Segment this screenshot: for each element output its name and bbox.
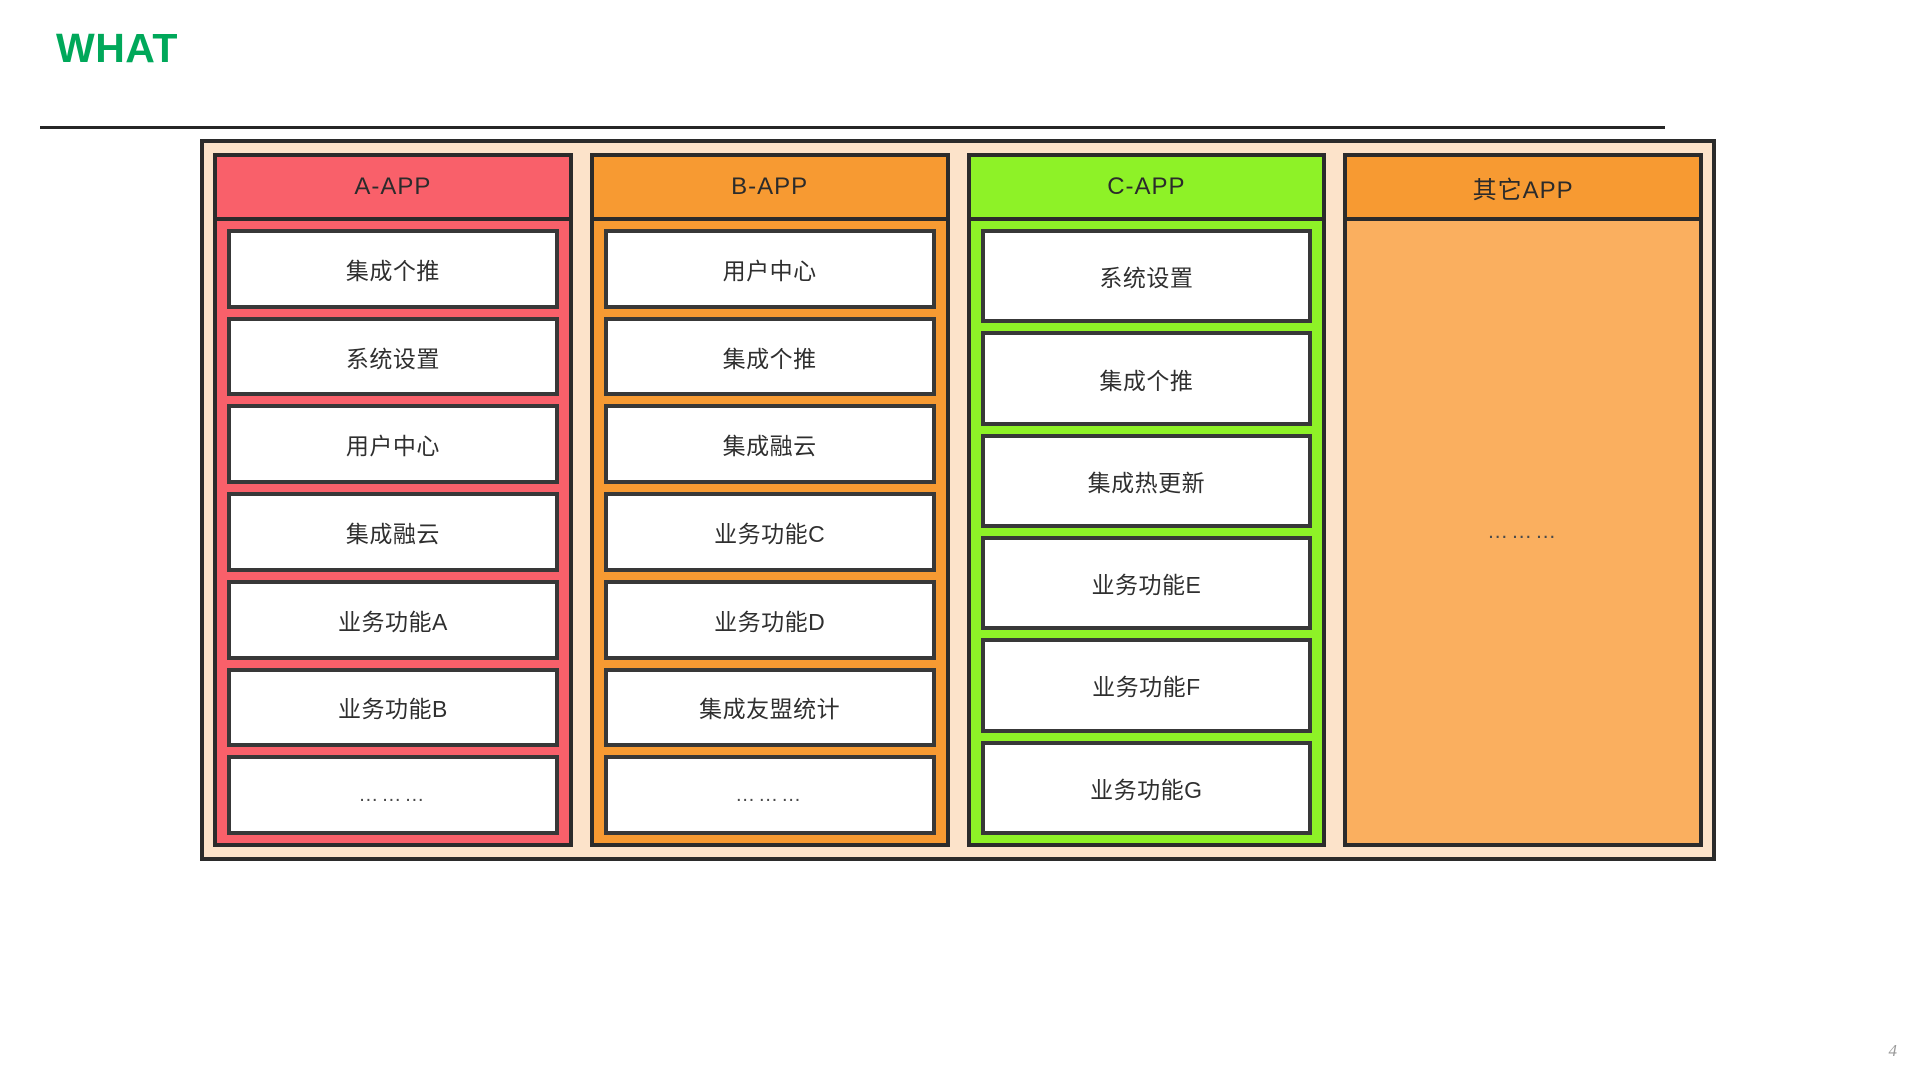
placeholder-ellipsis: ……… [1487, 520, 1560, 543]
list-item[interactable]: 集成友盟统计 [603, 667, 936, 748]
list-item[interactable]: 系统设置 [980, 229, 1313, 324]
list-item[interactable]: 集成热更新 [980, 433, 1313, 528]
app-column-b-header: B-APP [589, 153, 950, 221]
list-item[interactable]: 集成个推 [227, 228, 559, 309]
app-module-diagram: A-APP 集成个推 系统设置 用户中心 集成融云 业务功能A 业务功能B ……… [200, 139, 1716, 861]
app-column-c-header: C-APP [966, 153, 1327, 221]
list-item[interactable]: 集成个推 [603, 316, 936, 397]
app-column-other-body: ……… [1343, 221, 1703, 847]
app-column-c-body: 系统设置 集成个推 集成热更新 业务功能E 业务功能F 业务功能G [966, 221, 1327, 847]
list-item[interactable]: 业务功能E [980, 536, 1313, 631]
list-item[interactable]: 业务功能G [980, 740, 1313, 835]
list-item[interactable]: 业务功能D [603, 579, 936, 660]
slide-page-number: 4 [1888, 1041, 1898, 1060]
app-column-b: B-APP 用户中心 集成个推 集成融云 业务功能C 业务功能D 集成友盟统计 … [589, 153, 950, 847]
app-column-other: 其它APP ……… [1343, 153, 1703, 847]
list-item[interactable]: 业务功能B [227, 667, 559, 748]
list-item[interactable]: 业务功能F [980, 638, 1313, 733]
list-item[interactable]: 业务功能C [603, 492, 936, 572]
list-item[interactable]: 集成融云 [227, 492, 559, 572]
app-column-b-body: 用户中心 集成个推 集成融云 业务功能C 业务功能D 集成友盟统计 ……… [589, 221, 950, 847]
list-item[interactable]: 用户中心 [227, 404, 559, 485]
page-title: WHAT [56, 25, 178, 71]
list-item[interactable]: 集成个推 [980, 331, 1313, 426]
app-column-a-header: A-APP [213, 153, 573, 221]
app-column-c: C-APP 系统设置 集成个推 集成热更新 业务功能E 业务功能F 业务功能G [966, 153, 1327, 847]
app-column-a: A-APP 集成个推 系统设置 用户中心 集成融云 业务功能A 业务功能B ……… [213, 153, 573, 847]
list-item-ellipsis[interactable]: ……… [603, 755, 936, 836]
list-item[interactable]: 集成融云 [603, 404, 936, 485]
list-item[interactable]: 系统设置 [227, 316, 559, 397]
title-divider [40, 126, 1665, 129]
app-column-a-body: 集成个推 系统设置 用户中心 集成融云 业务功能A 业务功能B ……… [213, 221, 573, 847]
list-item[interactable]: 业务功能A [227, 579, 559, 660]
app-column-other-header: 其它APP [1343, 153, 1703, 221]
list-item-ellipsis[interactable]: ……… [227, 755, 559, 836]
list-item[interactable]: 用户中心 [603, 228, 936, 309]
